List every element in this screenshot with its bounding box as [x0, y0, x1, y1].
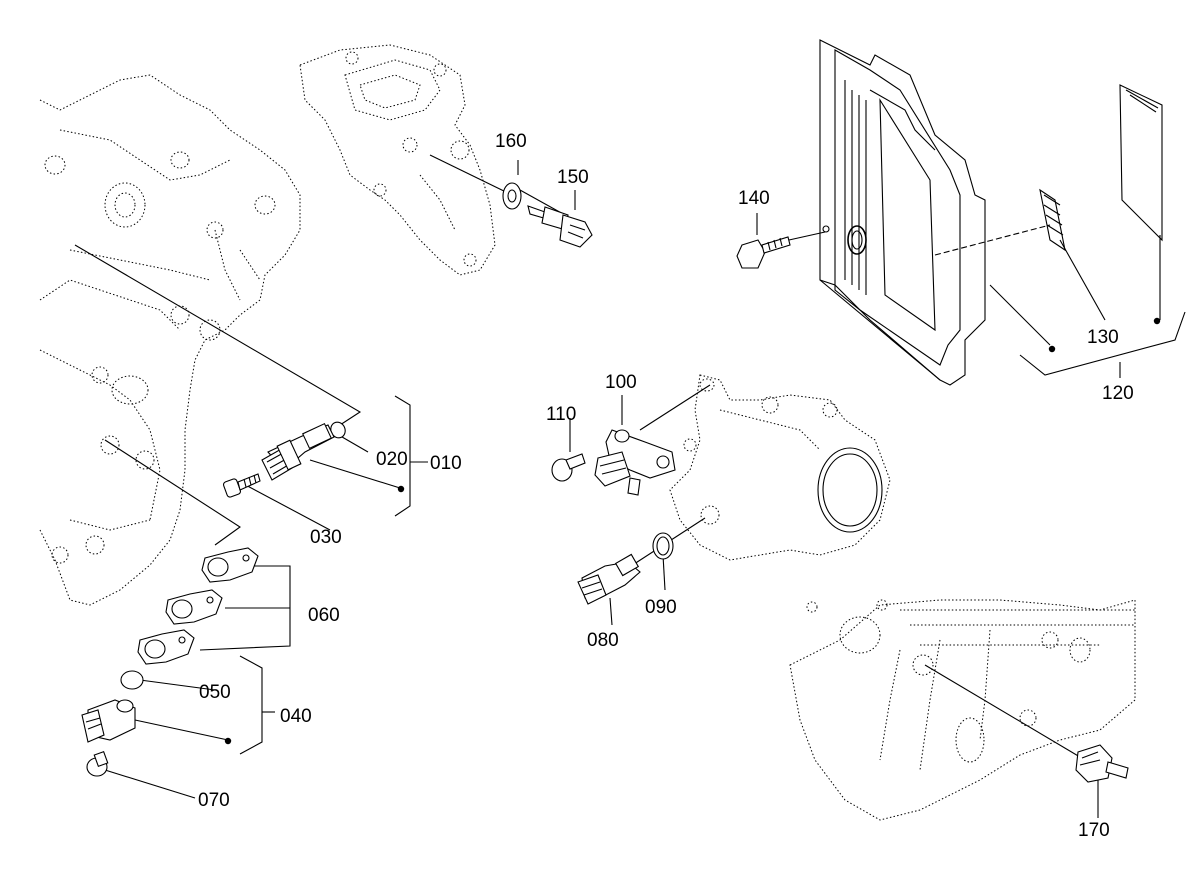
part-070-bolt: [86, 750, 109, 777]
part-090-o-ring: [652, 532, 674, 560]
callout-020: 020: [376, 449, 408, 470]
part-040-sensor: [81, 699, 136, 743]
callout-050: 050: [199, 682, 231, 703]
callout-100: 100: [605, 372, 637, 393]
callout-070: 070: [198, 790, 230, 811]
leader-lines: [74, 154, 1186, 818]
callout-010: 010: [430, 453, 462, 474]
control-unit: [819, 39, 1051, 386]
part-130-label-plate: [1039, 188, 1066, 252]
callout-130: 130: [1087, 327, 1119, 348]
callout-labels: 010 020 030 040 050 060 070 080 090 100 …: [198, 131, 1134, 841]
callout-160: 160: [495, 131, 527, 152]
callout-170: 170: [1078, 820, 1110, 841]
callout-140: 140: [738, 188, 770, 209]
part-050-ring: [120, 670, 144, 690]
part-120-card: [1119, 84, 1163, 242]
engine-block-right: [789, 599, 1136, 821]
callout-040: 040: [280, 706, 312, 727]
callout-110: 110: [546, 404, 576, 425]
thermostat-housing: [299, 44, 496, 276]
coolant-outlet-housing: [669, 374, 891, 561]
callout-080: 080: [587, 630, 619, 651]
part-160-washer: [502, 182, 522, 210]
callout-150: 150: [557, 167, 589, 188]
part-140-bolt: [736, 236, 791, 269]
engine-block-left: [39, 74, 301, 606]
part-170-sensor: [1075, 744, 1129, 783]
callout-090: 090: [645, 597, 677, 618]
part-010-sensor: [261, 422, 335, 481]
callout-120: 120: [1102, 383, 1134, 404]
part-030-bolt: [222, 473, 261, 498]
leader-dots: [224, 317, 1161, 745]
callout-060: 060: [308, 605, 340, 626]
part-100-sensor: [594, 429, 676, 496]
part-150-sensor: [527, 205, 593, 248]
callout-030: 030: [310, 527, 342, 548]
part-110-bolt: [551, 453, 586, 482]
part-080-sensor: [577, 553, 641, 605]
part-060-gaskets: [137, 547, 259, 665]
